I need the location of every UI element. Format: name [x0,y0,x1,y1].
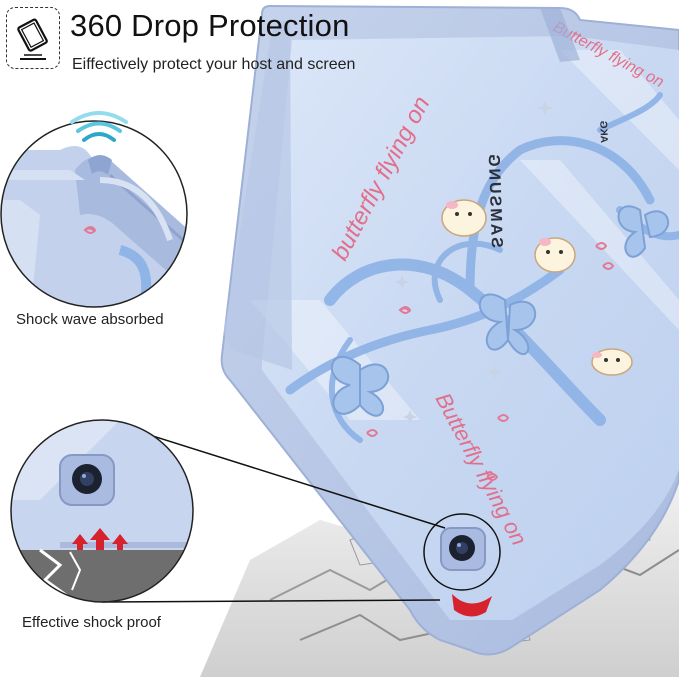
tablet-outline-icon [6,7,60,69]
character-decoration [441,199,633,376]
bow-decoration [331,205,669,417]
sparkle-decoration [395,100,553,424]
page-title: 360 Drop Protection [70,8,350,43]
camera-highlight-ring [423,513,501,591]
camera-module [440,527,486,571]
impact-corner [452,594,492,617]
tablet-case: butterfly flying on Butterfly flying on … [220,4,679,656]
shock-proof-caption: Effective shock proof [22,614,161,631]
shock-wave-zoom [0,111,188,308]
shock-wave-icon [70,111,128,142]
page-subtitle: Eiffectively protect your host and scree… [72,56,356,73]
connector-line-bottom [101,599,441,603]
shock-proof-zoom [10,419,194,603]
brand-text: SAMSUNG [485,152,505,248]
upward-arrows-icon [72,528,128,550]
connector-line-top [101,419,446,529]
akg-text: AKG [597,120,609,143]
shock-wave-caption: Shock wave absorbed [16,311,164,328]
